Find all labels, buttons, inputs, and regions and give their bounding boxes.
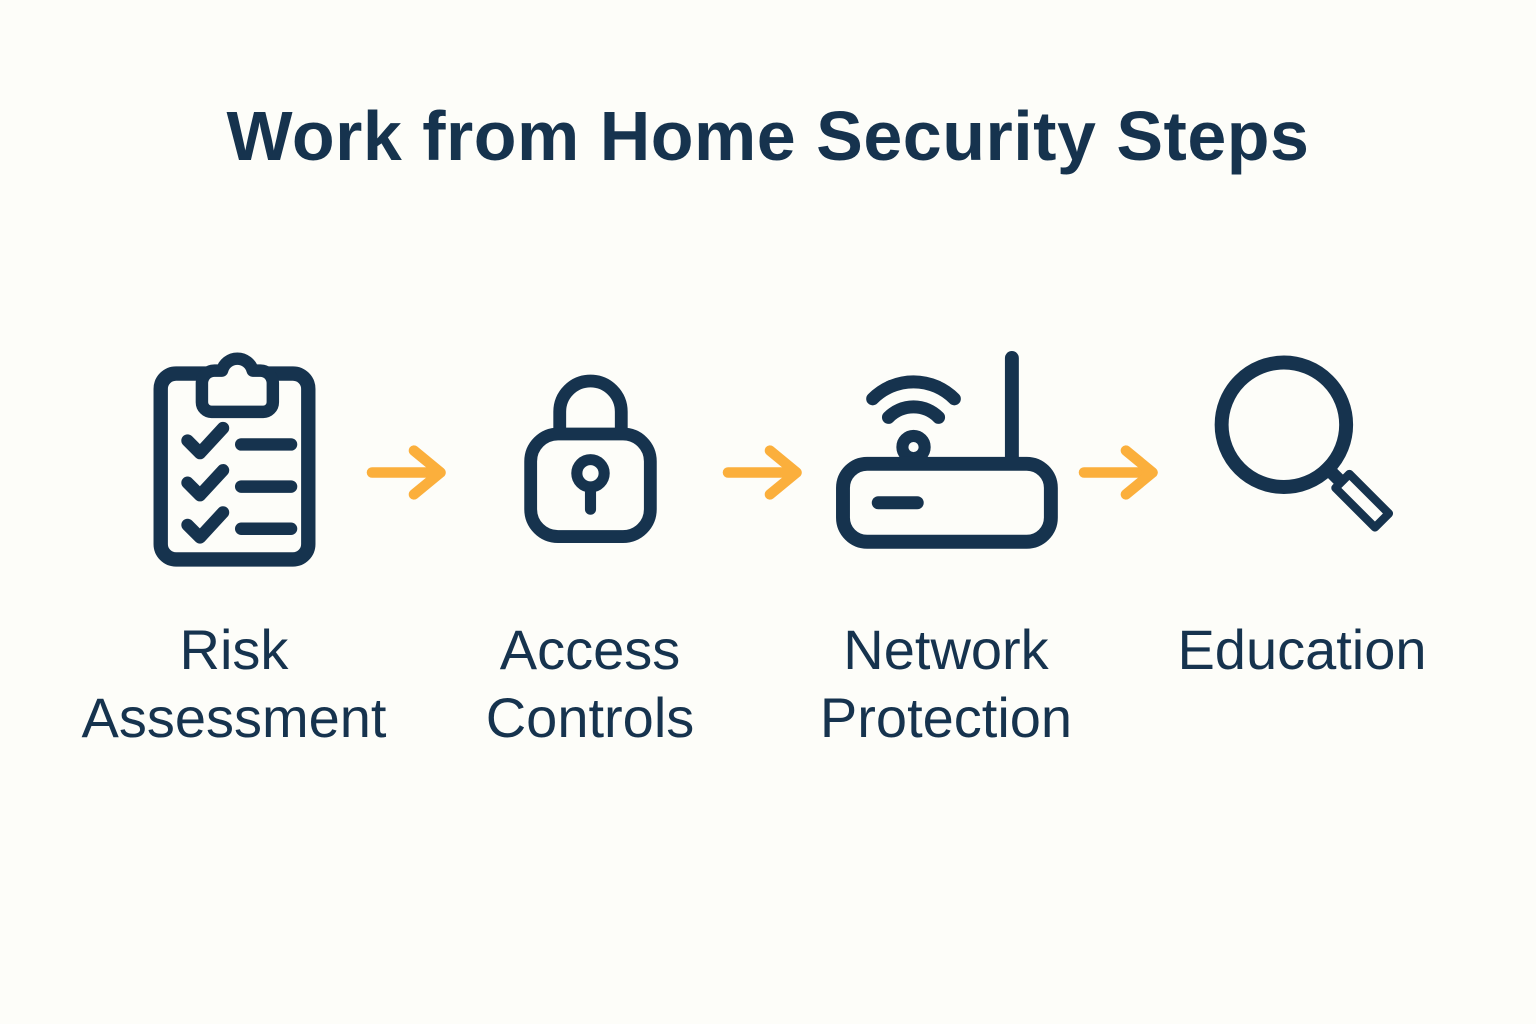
step-risk-assessment: Risk Assessment <box>82 334 387 753</box>
wifi-router-icon <box>830 334 1062 574</box>
step-access-controls: Access Controls <box>450 334 730 753</box>
magnifying-glass-icon <box>1202 334 1402 574</box>
right-arrow-icon <box>1078 442 1162 503</box>
step-label-risk-assessment: Risk Assessment <box>81 618 387 750</box>
right-arrow-icon <box>722 442 806 503</box>
steps-flow-row: Risk Assessment Access Controls <box>0 334 1536 753</box>
padlock-icon <box>517 334 664 574</box>
step-label-network-protection: Network Protection <box>819 618 1073 750</box>
right-arrow-icon <box>366 442 450 503</box>
clipboard-checklist-icon <box>151 334 318 574</box>
step-education: Education <box>1162 334 1442 684</box>
page-title: Work from Home Security Steps <box>226 97 1310 175</box>
step-label-education: Education <box>1177 618 1427 681</box>
step-label-access-controls: Access Controls <box>485 618 695 750</box>
step-network-protection: Network Protection <box>806 334 1086 753</box>
